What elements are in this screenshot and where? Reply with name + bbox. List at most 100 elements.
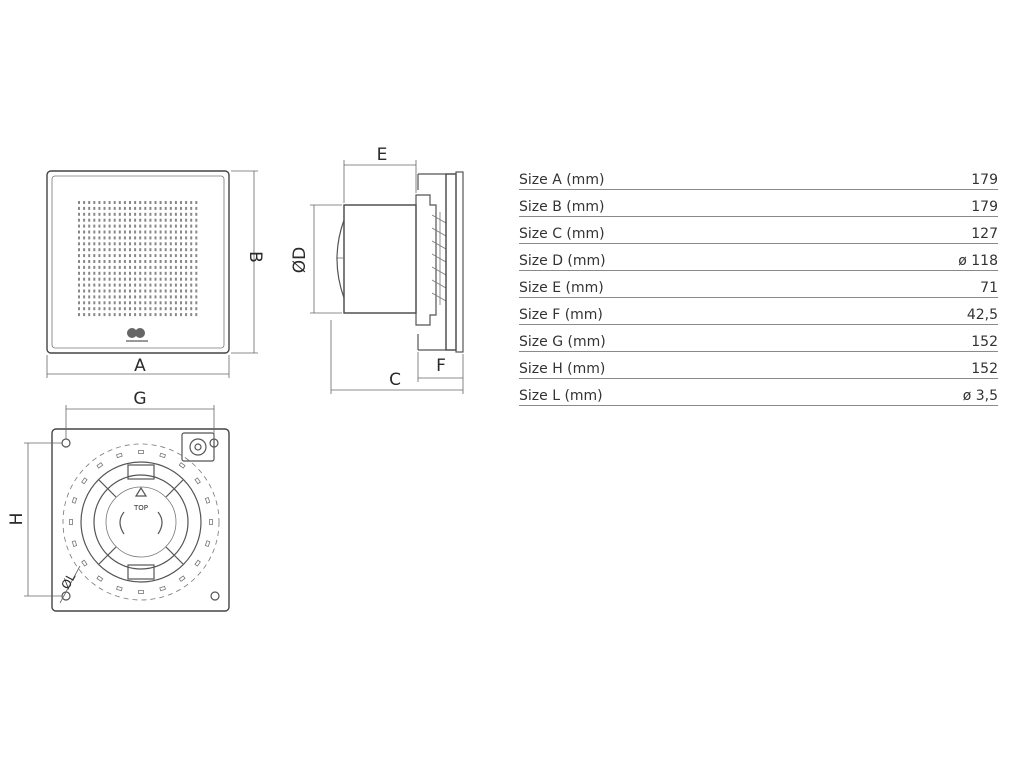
grille-slot (180, 277, 182, 281)
grille-slot (98, 201, 101, 204)
collar-ribs (431, 212, 447, 305)
grille-slot (123, 230, 126, 234)
grille-slot (88, 313, 91, 317)
grille-slot (88, 277, 91, 281)
grille-slot (149, 277, 152, 281)
grille-slot (108, 212, 111, 216)
perimeter-tab (209, 519, 213, 525)
grille-slot (98, 277, 101, 281)
grille-slot (118, 212, 121, 216)
grille-slot (118, 224, 121, 228)
grille-slot (185, 224, 188, 228)
grille-slot (98, 236, 101, 240)
grille-slot (83, 248, 86, 252)
grille-slot (195, 201, 198, 204)
spec-value: 127 (847, 216, 998, 244)
front-plate-side (445, 173, 457, 351)
grille-slot (78, 295, 80, 299)
back-view: TOP G H ØL (7, 389, 230, 612)
grille-slot (78, 254, 80, 258)
grille-slot (103, 313, 106, 317)
grille-slot (190, 271, 193, 275)
grille-slot (180, 212, 182, 216)
grille-slot (98, 313, 101, 317)
grille-slot (129, 277, 131, 281)
spec-label: Size D (mm) (519, 243, 848, 271)
grille-slot (129, 289, 131, 293)
grille-slot (129, 283, 131, 287)
perimeter-tab (159, 585, 166, 592)
grille-slot (154, 230, 157, 234)
grille-slot (93, 265, 96, 269)
grille-slot (139, 283, 142, 287)
grille-slot (88, 265, 91, 269)
spec-value: 179 (847, 189, 998, 217)
grille-slot (139, 201, 142, 204)
grille-slot (149, 289, 152, 293)
grille-slot (123, 295, 126, 299)
grille-slot (93, 230, 96, 234)
grille-slot (134, 212, 137, 216)
grille-slot (123, 283, 126, 287)
grille-slot (169, 277, 172, 281)
grille-slot (98, 242, 101, 246)
grille-slot (169, 260, 172, 263)
grille-slot (190, 295, 193, 299)
grille-slot (93, 206, 96, 210)
front-panel-outer (46, 170, 230, 354)
grille-slot (195, 313, 198, 317)
grille-slot (185, 230, 188, 234)
grille-slot (144, 289, 147, 293)
grille-slot (195, 260, 198, 263)
grille-slot (134, 236, 137, 240)
spec-row: Size H (mm)152 (519, 351, 998, 379)
spec-label: Size C (mm) (519, 216, 848, 244)
motor-endcap (336, 219, 345, 299)
grille-slot (185, 265, 188, 269)
grille-slot (149, 201, 152, 204)
dimension-d-label: ØD (290, 247, 310, 273)
spec-label: Size A (mm) (519, 163, 848, 190)
grille-slot (78, 283, 80, 287)
front-view: A B (46, 170, 265, 378)
grille-slot (185, 301, 188, 305)
grille-slot (149, 206, 152, 210)
grille-slot (149, 260, 152, 263)
grille-slot (98, 307, 101, 311)
grille-slot (185, 271, 188, 275)
grille-slot (113, 271, 116, 275)
perimeter-tab (178, 575, 186, 582)
grille-slot (185, 283, 188, 287)
grille-slot (164, 212, 167, 216)
grille-slot (123, 260, 126, 263)
grille-slot (139, 313, 142, 317)
perimeter-tab (69, 519, 73, 525)
front-grille (78, 201, 198, 317)
grille-slot (144, 295, 147, 299)
grille-slot (123, 201, 126, 204)
grille-slot (139, 277, 142, 281)
grille-slot (169, 307, 172, 311)
grille-slot (93, 313, 96, 317)
grille-slot (139, 301, 142, 305)
grille-slot (174, 224, 177, 228)
grille-slot (108, 295, 111, 299)
grille-slot (103, 260, 106, 263)
grille-slot (185, 289, 188, 293)
grille-slot (123, 236, 126, 240)
perimeter-tab (159, 452, 166, 459)
grille-slot (195, 236, 198, 240)
grille-slot (195, 242, 198, 246)
grille-slot (174, 265, 177, 269)
grille-slot (149, 218, 152, 222)
grille-slot (180, 260, 182, 263)
grille-slot (180, 218, 182, 222)
grille-slot (185, 218, 188, 222)
grille-slot (108, 242, 111, 246)
grille-slot (113, 201, 116, 204)
grille-slot (83, 242, 86, 246)
grille-slot (139, 230, 142, 234)
dimension-e-label: E (377, 145, 388, 165)
spec-label: Size B (mm) (519, 189, 848, 217)
grille-slot (159, 295, 162, 299)
